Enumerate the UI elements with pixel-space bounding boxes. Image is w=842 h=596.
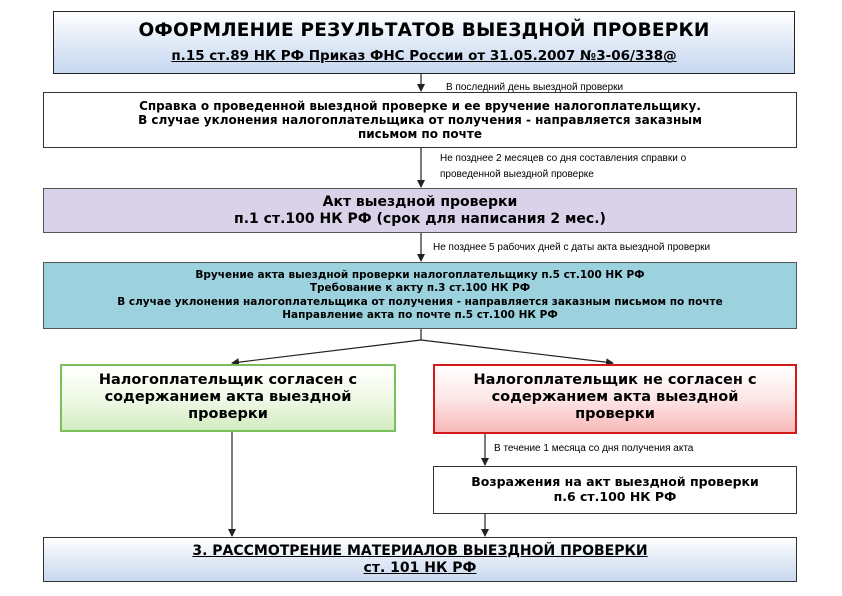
review-box: 3. РАССМОТРЕНИЕ МАТЕРИАЛОВ ВЫЕЗДНОЙ ПРОВ… <box>43 537 797 582</box>
diagram-subtitle: п.15 ст.89 НК РФ Приказ ФНС России от 31… <box>171 48 677 65</box>
label-within-2-months: Не позднее 2 месяцев со дня составления … <box>440 151 686 182</box>
label-within-5-days: Не позднее 5 рабочих дней с даты акта вы… <box>433 242 711 253</box>
diagram-title: ОФОРМЛЕНИЕ РЕЗУЛЬТАТОВ ВЫЕЗДНОЙ ПРОВЕРКИ <box>138 19 710 41</box>
spravka-line: В случае уклонения налогоплательщика от … <box>138 112 702 127</box>
akt-box: Акт выездной проверки п.1 ст.100 НК РФ (… <box>43 188 797 233</box>
label-within-1-month: В течение 1 месяца со дня получения акта <box>494 443 694 454</box>
review-line: ст. 101 НК РФ <box>363 559 477 576</box>
disagree-line: содержанием акта выездной <box>491 389 739 406</box>
label-last-day: В последний день выездной проверки <box>446 82 624 93</box>
spravka-line: Справка о проведенной выездной проверке … <box>139 98 701 113</box>
objections-line: п.6 ст.100 НК РФ <box>553 489 677 504</box>
disagree-box: Налогоплательщик не согласен с содержани… <box>433 364 797 434</box>
agree-line: содержанием акта выездной <box>104 389 352 406</box>
akt-line: п.1 ст.100 НК РФ (срок для написания 2 м… <box>234 210 606 227</box>
spravka-box: Справка о проведенной выездной проверке … <box>43 92 797 148</box>
objections-box: Возражения на акт выездной проверки п.6 … <box>433 466 797 514</box>
disagree-line: проверки <box>575 406 655 423</box>
vruchenie-box: Вручение акта выездной проверки налогопл… <box>43 262 797 329</box>
title-box: ОФОРМЛЕНИЕ РЕЗУЛЬТАТОВ ВЫЕЗДНОЙ ПРОВЕРКИ… <box>53 11 795 74</box>
arrow-to-agree <box>231 339 422 367</box>
label-within-2-months-line: проведенной выездной проверке <box>440 168 594 180</box>
disagree-line: Налогоплательщик не согласен с <box>473 372 757 388</box>
vruchenie-line: Вручение акта выездной проверки налогопл… <box>195 268 645 281</box>
agree-line: Налогоплательщик согласен с <box>98 372 358 388</box>
agree-line: проверки <box>188 406 268 423</box>
vruchenie-line: Направление акта по почте п.5 ст.100 НК … <box>282 308 558 321</box>
review-line: 3. РАССМОТРЕНИЕ МАТЕРИАЛОВ ВЫЕЗДНОЙ ПРОВ… <box>192 542 648 559</box>
vruchenie-line: Требование к акту п.3 ст.100 НК РФ <box>309 282 531 295</box>
arrow-to-disagree <box>420 339 614 367</box>
spravka-line: письмом по почте <box>357 127 483 142</box>
label-within-2-months-line: Не позднее 2 месяцев со дня составления … <box>440 153 687 164</box>
vruchenie-line: В случае уклонения налогоплательщика от … <box>117 295 723 308</box>
agree-box: Налогоплательщик согласен с содержанием … <box>60 364 396 432</box>
objections-line: Возражения на акт выездной проверки <box>471 474 759 490</box>
akt-line: Акт выездной проверки <box>322 193 518 210</box>
